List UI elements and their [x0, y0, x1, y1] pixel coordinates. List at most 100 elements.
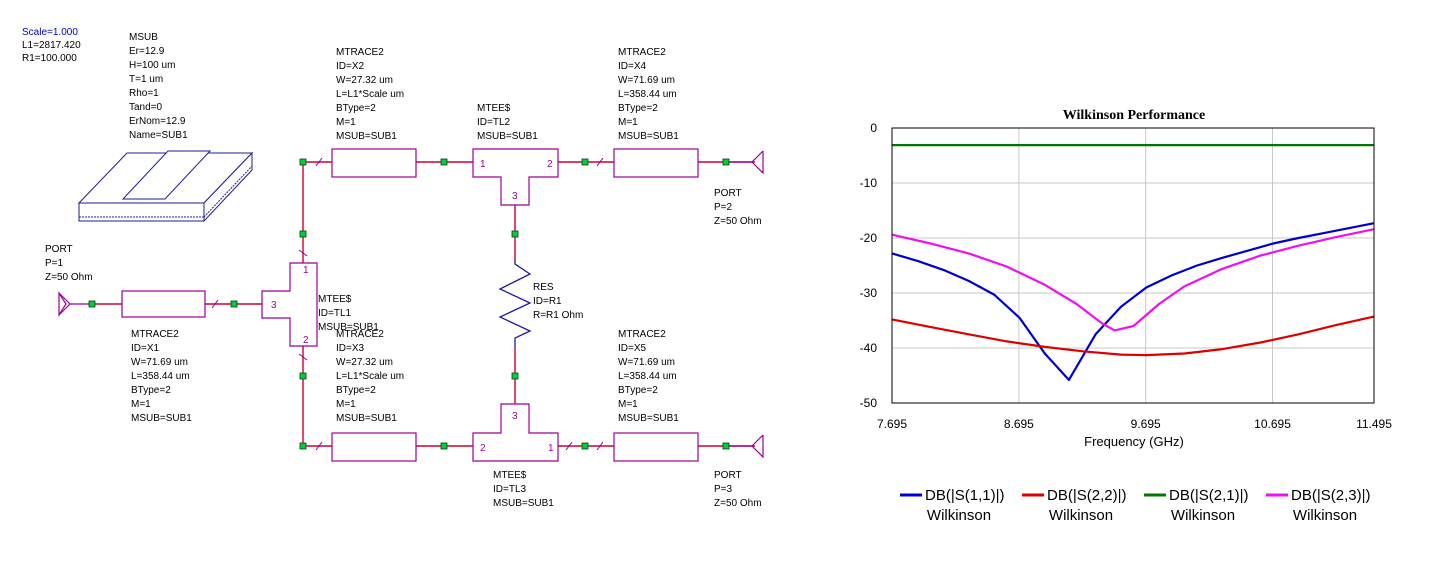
tee-tl1[interactable]: 1 2 3 MTEE$ ID=TL1 MSUB=SUB1 [261, 262, 379, 347]
plot-frame [891, 127, 1375, 404]
chart-grid [892, 128, 1374, 403]
node[interactable] [299, 442, 307, 450]
y-tick-label: -40 [860, 341, 878, 355]
msub-h: H=100 um [129, 60, 175, 71]
tee-tl1-pin-2: 2 [303, 335, 309, 346]
graph-wilkinson-performance[interactable]: Wilkinson Performance 0-10-20-30-40-50 7… [860, 108, 1393, 524]
trace-x3-msub: MSUB=SUB1 [336, 413, 397, 424]
trace-x2[interactable]: MTRACE2 ID=X2 W=27.32 um L=L1*Scale um B… [331, 47, 417, 178]
node[interactable] [440, 442, 448, 450]
tee-tl3-pin-2: 2 [480, 443, 486, 454]
trace-x2-body [331, 148, 417, 178]
equation-scale[interactable]: Scale=1.000 [22, 27, 78, 38]
port-3-label: PORT [714, 470, 742, 481]
tee-tl1-type: MTEE$ [318, 294, 352, 305]
legend-item[interactable]: DB(|S(2,1)|) Wilkinson [1144, 487, 1248, 524]
port-1[interactable]: PORT P=1 Z=50 Ohm [45, 244, 93, 318]
chart-legend[interactable]: DB(|S(1,1)|)Wilkinson DB(|S(2,2)|)Wilkins… [900, 487, 1370, 524]
tee-tl1-id: ID=TL1 [318, 308, 352, 319]
tee-tl3-msub: MSUB=SUB1 [493, 498, 554, 509]
tee-tl1-body [261, 262, 318, 347]
tee-tl1-msub: MSUB=SUB1 [318, 322, 379, 333]
trace-x4-length: L=358.44 um [618, 89, 677, 100]
resistor-icon [498, 260, 532, 347]
series-line[interactable] [891, 315, 1375, 357]
equation-block[interactable]: Scale=1.000 L1=2817.420 R1=100.000 [22, 27, 81, 64]
trace-x5-id: ID=X5 [618, 343, 647, 354]
legend-series-name: DB(|S(2,1)|) [1169, 487, 1248, 504]
msub-label: MSUB [129, 32, 158, 43]
trace-x3-id: ID=X3 [336, 343, 365, 354]
y-tick-label: -20 [860, 231, 878, 245]
tee-tl2-pin-1: 1 [480, 159, 486, 170]
node[interactable] [581, 158, 589, 166]
node[interactable] [722, 158, 730, 166]
trace-x1-m: M=1 [131, 399, 151, 410]
tee-tl3-pin-1: 1 [548, 443, 554, 454]
port-3[interactable]: PORT P=3 Z=50 Ohm [714, 434, 764, 509]
trace-x2-msub: MSUB=SUB1 [336, 131, 397, 142]
trace-x4[interactable]: MTRACE2 ID=X4 W=71.69 um L=358.44 um BTy… [613, 47, 699, 178]
trace-x3-body [331, 432, 417, 462]
trace-x2-width: W=27.32 um [336, 75, 393, 86]
resistor-r1[interactable]: RES ID=R1 R=R1 Ohm [498, 260, 583, 347]
trace-x3-length: L=L1*Scale um [336, 371, 404, 382]
node[interactable] [581, 442, 589, 450]
trace-x4-btype: BType=2 [618, 103, 658, 114]
msub-ernom: ErNom=12.9 [129, 116, 186, 127]
msub-labels: MSUB Er=12.9 H=100 um T=1 um Rho=1 Tand=… [129, 32, 188, 141]
x-tick-label: 8.695 [1004, 417, 1034, 431]
node[interactable] [722, 442, 730, 450]
port-1-impedance: Z=50 Ohm [45, 272, 93, 283]
msub-er: Er=12.9 [129, 46, 165, 57]
msub-element[interactable]: MSUB Er=12.9 H=100 um T=1 um Rho=1 Tand=… [77, 32, 254, 223]
resistor-id: ID=R1 [533, 296, 562, 307]
trace-x1-length: L=358.44 um [131, 371, 190, 382]
trace-x1[interactable]: MTRACE2 ID=X1 W=71.69 um L=358.44 um BTy… [121, 290, 206, 424]
trace-x2-btype: BType=2 [336, 103, 376, 114]
tee-tl3-id: ID=TL3 [493, 484, 527, 495]
msub-name: Name=SUB1 [129, 130, 188, 141]
port-1-symbol [58, 290, 67, 318]
equation-r1[interactable]: R1=100.000 [22, 53, 77, 64]
y-tick-label: -30 [860, 286, 878, 300]
trace-x3[interactable]: MTRACE2 ID=X3 W=27.32 um L=L1*Scale um B… [331, 329, 417, 462]
trace-x1-body [121, 290, 206, 318]
legend-item[interactable]: DB(|S(1,1)|)Wilkinson [900, 487, 1004, 524]
x-tick-label: 7.695 [877, 417, 907, 431]
node[interactable] [88, 300, 96, 308]
legend-item[interactable]: DB(|S(2,3)|)Wilkinson [1266, 487, 1370, 524]
y-tick-label: -50 [860, 396, 878, 410]
tee-tl2-type: MTEE$ [477, 103, 511, 114]
series-line[interactable] [891, 222, 1375, 381]
node[interactable] [440, 158, 448, 166]
node[interactable] [511, 230, 519, 238]
node[interactable] [299, 158, 307, 166]
port-1-number: P=1 [45, 258, 64, 269]
legend-item[interactable]: DB(|S(2,2)|)Wilkinson [1022, 487, 1126, 524]
trace-x5-body [613, 432, 699, 462]
tee-tl3-pin-3: 3 [512, 411, 518, 422]
tee-tl3[interactable]: 3 2 1 MTEE$ ID=TL3 MSUB=SUB1 [472, 403, 559, 509]
series-line[interactable] [891, 228, 1375, 332]
node[interactable] [299, 372, 307, 380]
port-2[interactable]: PORT P=2 Z=50 Ohm [714, 150, 764, 227]
trace-x4-body [613, 148, 699, 178]
trace-x5[interactable]: MTRACE2 ID=X5 W=71.69 um L=358.44 um BTy… [613, 329, 699, 462]
msub-rho: Rho=1 [129, 88, 159, 99]
node[interactable] [299, 230, 307, 238]
equation-l1[interactable]: L1=2817.420 [22, 40, 81, 51]
port-3-symbol [751, 434, 764, 459]
node[interactable] [230, 300, 238, 308]
trace-x2-type: MTRACE2 [336, 47, 384, 58]
node[interactable] [511, 372, 519, 380]
port-3-impedance: Z=50 Ohm [714, 498, 762, 509]
chart-series [891, 144, 1375, 381]
schematic: Scale=1.000 L1=2817.420 R1=100.000 MSUB … [22, 27, 764, 509]
trace-x2-length: L=L1*Scale um [336, 89, 404, 100]
substrate-icon [77, 150, 254, 223]
legend-series-source: Wilkinson [1171, 507, 1235, 524]
msub-t: T=1 um [129, 74, 163, 85]
tee-tl2[interactable]: 1 2 3 MTEE$ ID=TL2 MSUB=SUB1 [472, 103, 559, 206]
